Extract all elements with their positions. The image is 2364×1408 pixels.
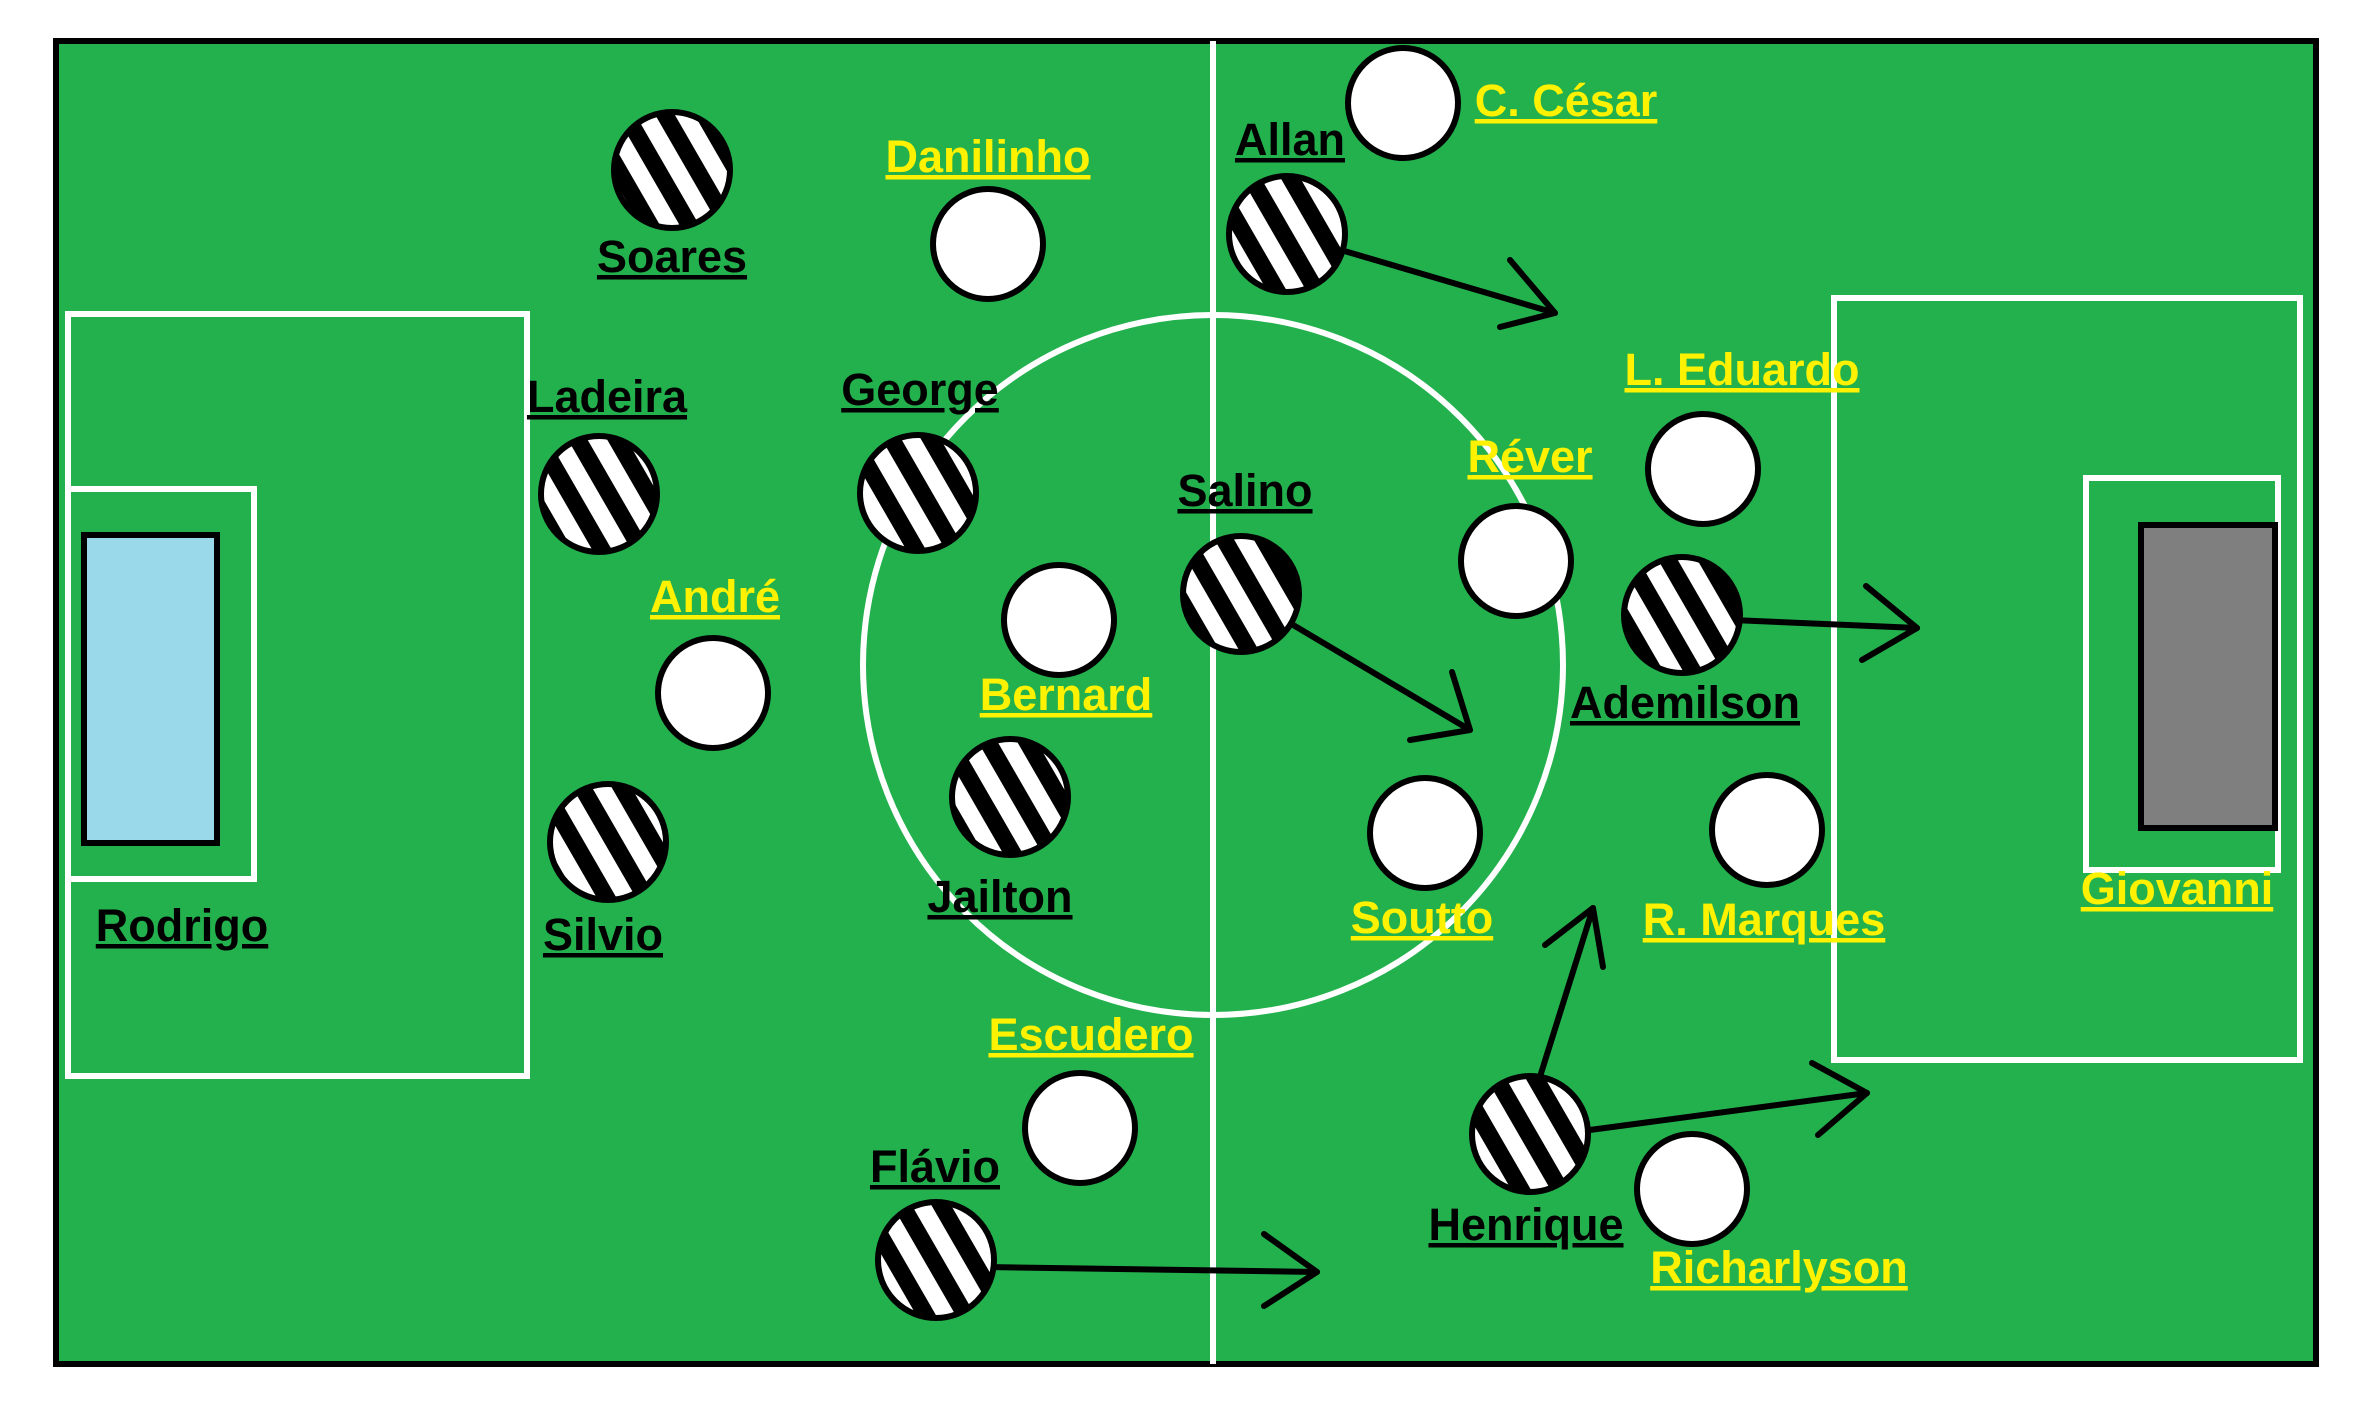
player-r-marques: R. Marques xyxy=(1643,772,1886,945)
player-token xyxy=(1645,411,1761,527)
player-token xyxy=(1469,1073,1591,1195)
player-name: Danilinho xyxy=(886,131,1091,182)
player-name: Ladeira xyxy=(527,371,688,422)
centre-circle xyxy=(860,312,1566,1018)
player-name: Soares xyxy=(597,231,747,282)
player-name: C. César xyxy=(1475,75,1658,126)
player-token xyxy=(1367,775,1483,891)
player-token xyxy=(1634,1131,1750,1247)
player-name: Flávio xyxy=(870,1141,1000,1192)
player-salino: Salino xyxy=(1177,465,1313,655)
player-ladeira: Ladeira xyxy=(527,371,688,555)
player-allan: Allan xyxy=(1226,114,1348,295)
player-name: Soutto xyxy=(1351,892,1493,943)
player-token xyxy=(1458,503,1574,619)
player-name: Henrique xyxy=(1428,1199,1623,1250)
player-name: Jailton xyxy=(927,871,1072,922)
player-escudero: Escudero xyxy=(988,1009,1194,1186)
player-rever: Réver xyxy=(1458,431,1593,619)
player-token xyxy=(538,433,660,555)
player-token xyxy=(1709,772,1825,888)
player-soares: Soares xyxy=(597,109,747,282)
player-name: Salino xyxy=(1177,465,1312,516)
player-token xyxy=(1001,562,1117,678)
player-henrique: Henrique xyxy=(1428,1073,1624,1250)
player-token xyxy=(1022,1070,1138,1186)
player-token xyxy=(857,432,979,554)
player-name: R. Marques xyxy=(1643,894,1886,945)
player-name: André xyxy=(650,571,780,622)
player-name: Réver xyxy=(1467,431,1592,482)
player-token xyxy=(547,781,669,903)
player-token xyxy=(1621,554,1743,676)
player-name: Ademilson xyxy=(1570,677,1800,728)
player-token xyxy=(1345,45,1461,161)
player-bernard: Bernard xyxy=(980,562,1153,720)
player-token xyxy=(1226,173,1348,295)
arrow-flavio xyxy=(983,1231,1320,1309)
player-l-eduardo: L. Eduardo xyxy=(1625,344,1860,527)
player-token xyxy=(875,1199,997,1321)
player-name: Richarlyson xyxy=(1650,1242,1908,1293)
left-goal-box xyxy=(65,486,257,882)
arrow-henrique-upward xyxy=(1535,905,1606,1086)
player-token xyxy=(1180,533,1302,655)
player-token xyxy=(930,186,1046,302)
player-name: L. Eduardo xyxy=(1625,344,1860,395)
player-name: Allan xyxy=(1235,114,1345,165)
player-flavio: Flávio xyxy=(870,1141,1000,1321)
player-name: George xyxy=(841,364,999,415)
player-c-cesar: C. César xyxy=(1345,45,1658,161)
home-goal xyxy=(81,532,220,846)
player-name: Bernard xyxy=(980,669,1153,720)
away-goal xyxy=(2138,522,2278,831)
player-name: Silvio xyxy=(543,909,663,960)
pitch-surface xyxy=(53,38,2319,1367)
player-andre: André xyxy=(650,571,780,751)
player-rodrigo: Rodrigo xyxy=(96,900,268,951)
right-penalty-box xyxy=(1831,295,2303,1063)
player-ademilson: Ademilson xyxy=(1570,554,1800,728)
player-danilinho: Danilinho xyxy=(886,131,1091,302)
player-token xyxy=(611,109,733,231)
player-richarlyson: Richarlyson xyxy=(1634,1131,1908,1293)
player-token xyxy=(949,736,1071,858)
player-name: Escudero xyxy=(988,1009,1193,1060)
player-george: George xyxy=(841,364,999,554)
player-silvio: Silvio xyxy=(543,781,669,960)
player-giovanni: Giovanni xyxy=(2081,863,2274,914)
player-soutto: Soutto xyxy=(1351,775,1493,943)
player-jailton: Jailton xyxy=(927,736,1073,922)
player-name: Rodrigo xyxy=(96,900,268,951)
pitch-markings xyxy=(65,41,2303,1364)
player-token xyxy=(655,635,771,751)
player-name: Giovanni xyxy=(2081,863,2274,914)
